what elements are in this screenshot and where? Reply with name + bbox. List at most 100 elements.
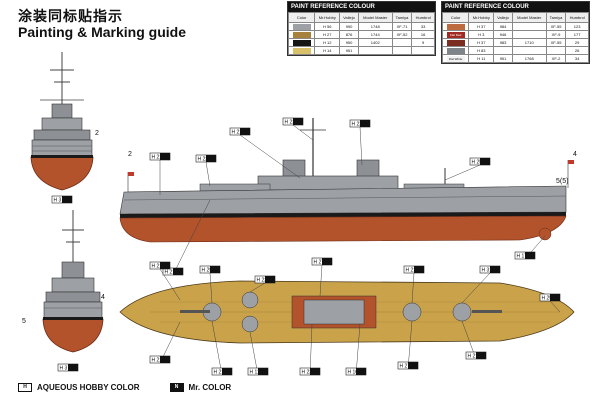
- leader-line: [355, 323, 361, 376]
- legend-aqueous: H AQUEOUS HOBBY COLOR: [18, 383, 140, 392]
- leader-line: [309, 323, 313, 376]
- side-callout-number: 2: [128, 151, 132, 158]
- color-swatch: [446, 23, 465, 30]
- callout-chip: H 21: [149, 355, 171, 364]
- leader-line: [205, 161, 211, 187]
- stern-flag-number: 4: [573, 151, 577, 158]
- color-cell: [287, 46, 316, 55]
- callout-chip: H 22: [299, 367, 321, 376]
- callout-text: H 27: [314, 260, 325, 266]
- leader-line: [239, 134, 301, 179]
- front-view-callout-2: 2: [95, 130, 99, 137]
- callout-text: H 21: [214, 370, 225, 376]
- callout-text: H 11: [250, 370, 260, 376]
- leader-line: [411, 272, 415, 304]
- paint-table-heading: PAINT REFERENCE COLOUR: [442, 2, 589, 12]
- callout-chip: H 25: [539, 293, 561, 302]
- callout-text: H 22: [198, 157, 209, 163]
- callout-leaders: [159, 124, 561, 376]
- paint-code-master: [357, 46, 393, 55]
- aqueous-box-icon: H: [18, 383, 32, 392]
- front-view-callout-5: 5: [22, 318, 26, 325]
- front-view-bow: [30, 52, 94, 191]
- callout-text: H 22: [302, 370, 313, 376]
- leader-line: [211, 320, 223, 376]
- callout-text: H 16: [348, 370, 359, 376]
- page-title-chinese: 涂装同标贴指示: [18, 8, 123, 24]
- callout-text: H 22: [285, 120, 296, 126]
- callout-text: H 21: [152, 264, 163, 270]
- color-swatch: [292, 31, 311, 38]
- legend-footer: H AQUEOUS HOBBY COLOR N Mr. COLOR: [18, 383, 231, 392]
- callout-chip: H 21: [211, 367, 233, 376]
- color-swatch: [446, 47, 465, 54]
- paint-table-heading: PAINT REFERENCE COLOUR: [288, 2, 435, 12]
- callout-text: H 21: [152, 358, 163, 364]
- callout-chip: H 21: [149, 152, 171, 161]
- leader-line: [407, 320, 413, 370]
- paint-code-humbrol: 34: [565, 54, 589, 63]
- callout-chip: H 3: [57, 363, 79, 372]
- color-swatch: [292, 23, 311, 30]
- paint-reference-table-1: PAINT REFERENCE COLOUR Color Mr.Hobby Va…: [287, 1, 436, 56]
- paint-code-vallejo: 951: [493, 54, 513, 63]
- color-swatch: Flat Red: [446, 31, 465, 38]
- callout-chip: H 22: [254, 275, 276, 284]
- color-swatch: Flat White: [446, 55, 465, 62]
- top-view: [119, 280, 575, 344]
- callout-chip: H 11: [247, 367, 269, 376]
- callout-chip: H 21: [403, 265, 425, 274]
- callout-text: H 3: [54, 198, 62, 204]
- leader-line: [359, 126, 363, 166]
- callout-chip: H 21: [465, 351, 487, 360]
- callout-text: H 21: [406, 268, 417, 274]
- callout-chip: H 31: [479, 265, 501, 274]
- leader-line: [172, 199, 211, 276]
- callout-text: H 21: [165, 270, 176, 276]
- color-swatch: [292, 39, 311, 46]
- front-view-callout-4: 4: [101, 294, 105, 301]
- callout-chip: H 21: [149, 261, 171, 270]
- callout-chip: H 17: [514, 251, 536, 260]
- legend-mr-color: N Mr. COLOR: [169, 383, 232, 392]
- side-view: [119, 118, 574, 243]
- callout-chip: H 22: [282, 117, 304, 126]
- callout-text: H 21: [232, 130, 243, 136]
- bow-callout-label: 5(5): [556, 178, 569, 185]
- callout-text: H 25: [542, 296, 553, 302]
- callout-chip: H 29: [199, 265, 221, 274]
- front-view-stern: [42, 210, 104, 353]
- leader-line: [249, 282, 266, 293]
- callout-text: H 22: [352, 122, 363, 128]
- callout-text: H 17: [517, 254, 528, 260]
- leader-line: [549, 300, 561, 313]
- callout-text: H 31: [482, 268, 493, 274]
- mr-color-label: Mr. COLOR: [188, 383, 232, 392]
- callout-text: H 21: [468, 354, 479, 360]
- paint-code-master: 1768: [511, 54, 547, 63]
- callout-chip: H 21: [229, 127, 251, 136]
- color-cell: Flat White: [441, 54, 470, 63]
- callout-chip: H 25: [469, 157, 491, 166]
- leader-line: [319, 264, 323, 297]
- callout-chip: H 16: [345, 367, 367, 376]
- callout-text: H 25: [472, 160, 483, 166]
- callout-chip: H 27: [397, 361, 419, 370]
- leader-line: [461, 272, 491, 304]
- page-title: Painting & Marking guide: [18, 24, 187, 40]
- aqueous-label: AQUEOUS HOBBY COLOR: [37, 383, 140, 392]
- paint-code-humbrol: [411, 46, 435, 55]
- callout-chip: H 22: [195, 154, 217, 163]
- paint-code-vallejo: 951: [339, 46, 359, 55]
- callout-chip: H 27: [311, 257, 333, 266]
- leader-line: [444, 164, 481, 181]
- callout-chip: H 3: [51, 195, 73, 204]
- callout-text: H 27: [400, 364, 411, 370]
- callout-text: H 22: [257, 278, 268, 284]
